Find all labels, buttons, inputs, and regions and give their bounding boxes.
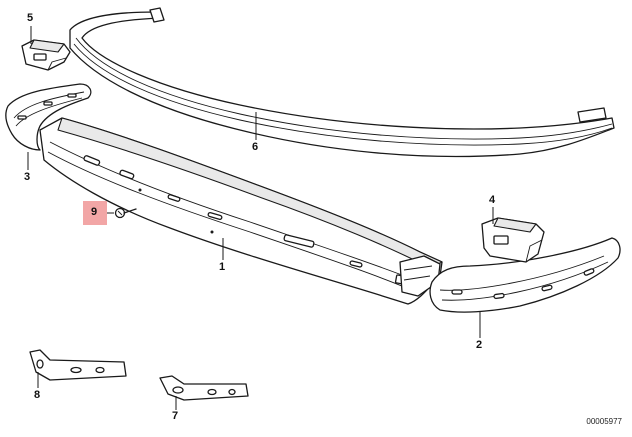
part-6-trim-strip (69, 7, 615, 158)
drawing-id: 00005977 (586, 417, 622, 426)
part-number-7[interactable]: 7 (172, 410, 179, 422)
part-9-screw (114, 207, 137, 219)
part-4-bracket (481, 217, 545, 263)
part-number-1[interactable]: 1 (219, 261, 226, 273)
part-1-bumper-bar (39, 117, 443, 305)
part-3-left-corner (5, 83, 92, 151)
part-number-8[interactable]: 8 (34, 389, 41, 401)
part-number-4[interactable]: 4 (489, 194, 496, 206)
part-8-bracket (29, 349, 127, 381)
part-number-9[interactable]: 9 (91, 206, 98, 218)
highlight-box-part-9 (83, 201, 107, 225)
part-5-bracket (21, 39, 71, 71)
part-number-3[interactable]: 3 (24, 171, 31, 183)
part-number-5[interactable]: 5 (27, 12, 34, 24)
part-2-right-corner (429, 237, 621, 313)
part-7-bracket (159, 375, 249, 401)
part-number-6[interactable]: 6 (252, 141, 259, 153)
leader-lines (27, 26, 494, 410)
part-number-2[interactable]: 2 (476, 339, 483, 351)
